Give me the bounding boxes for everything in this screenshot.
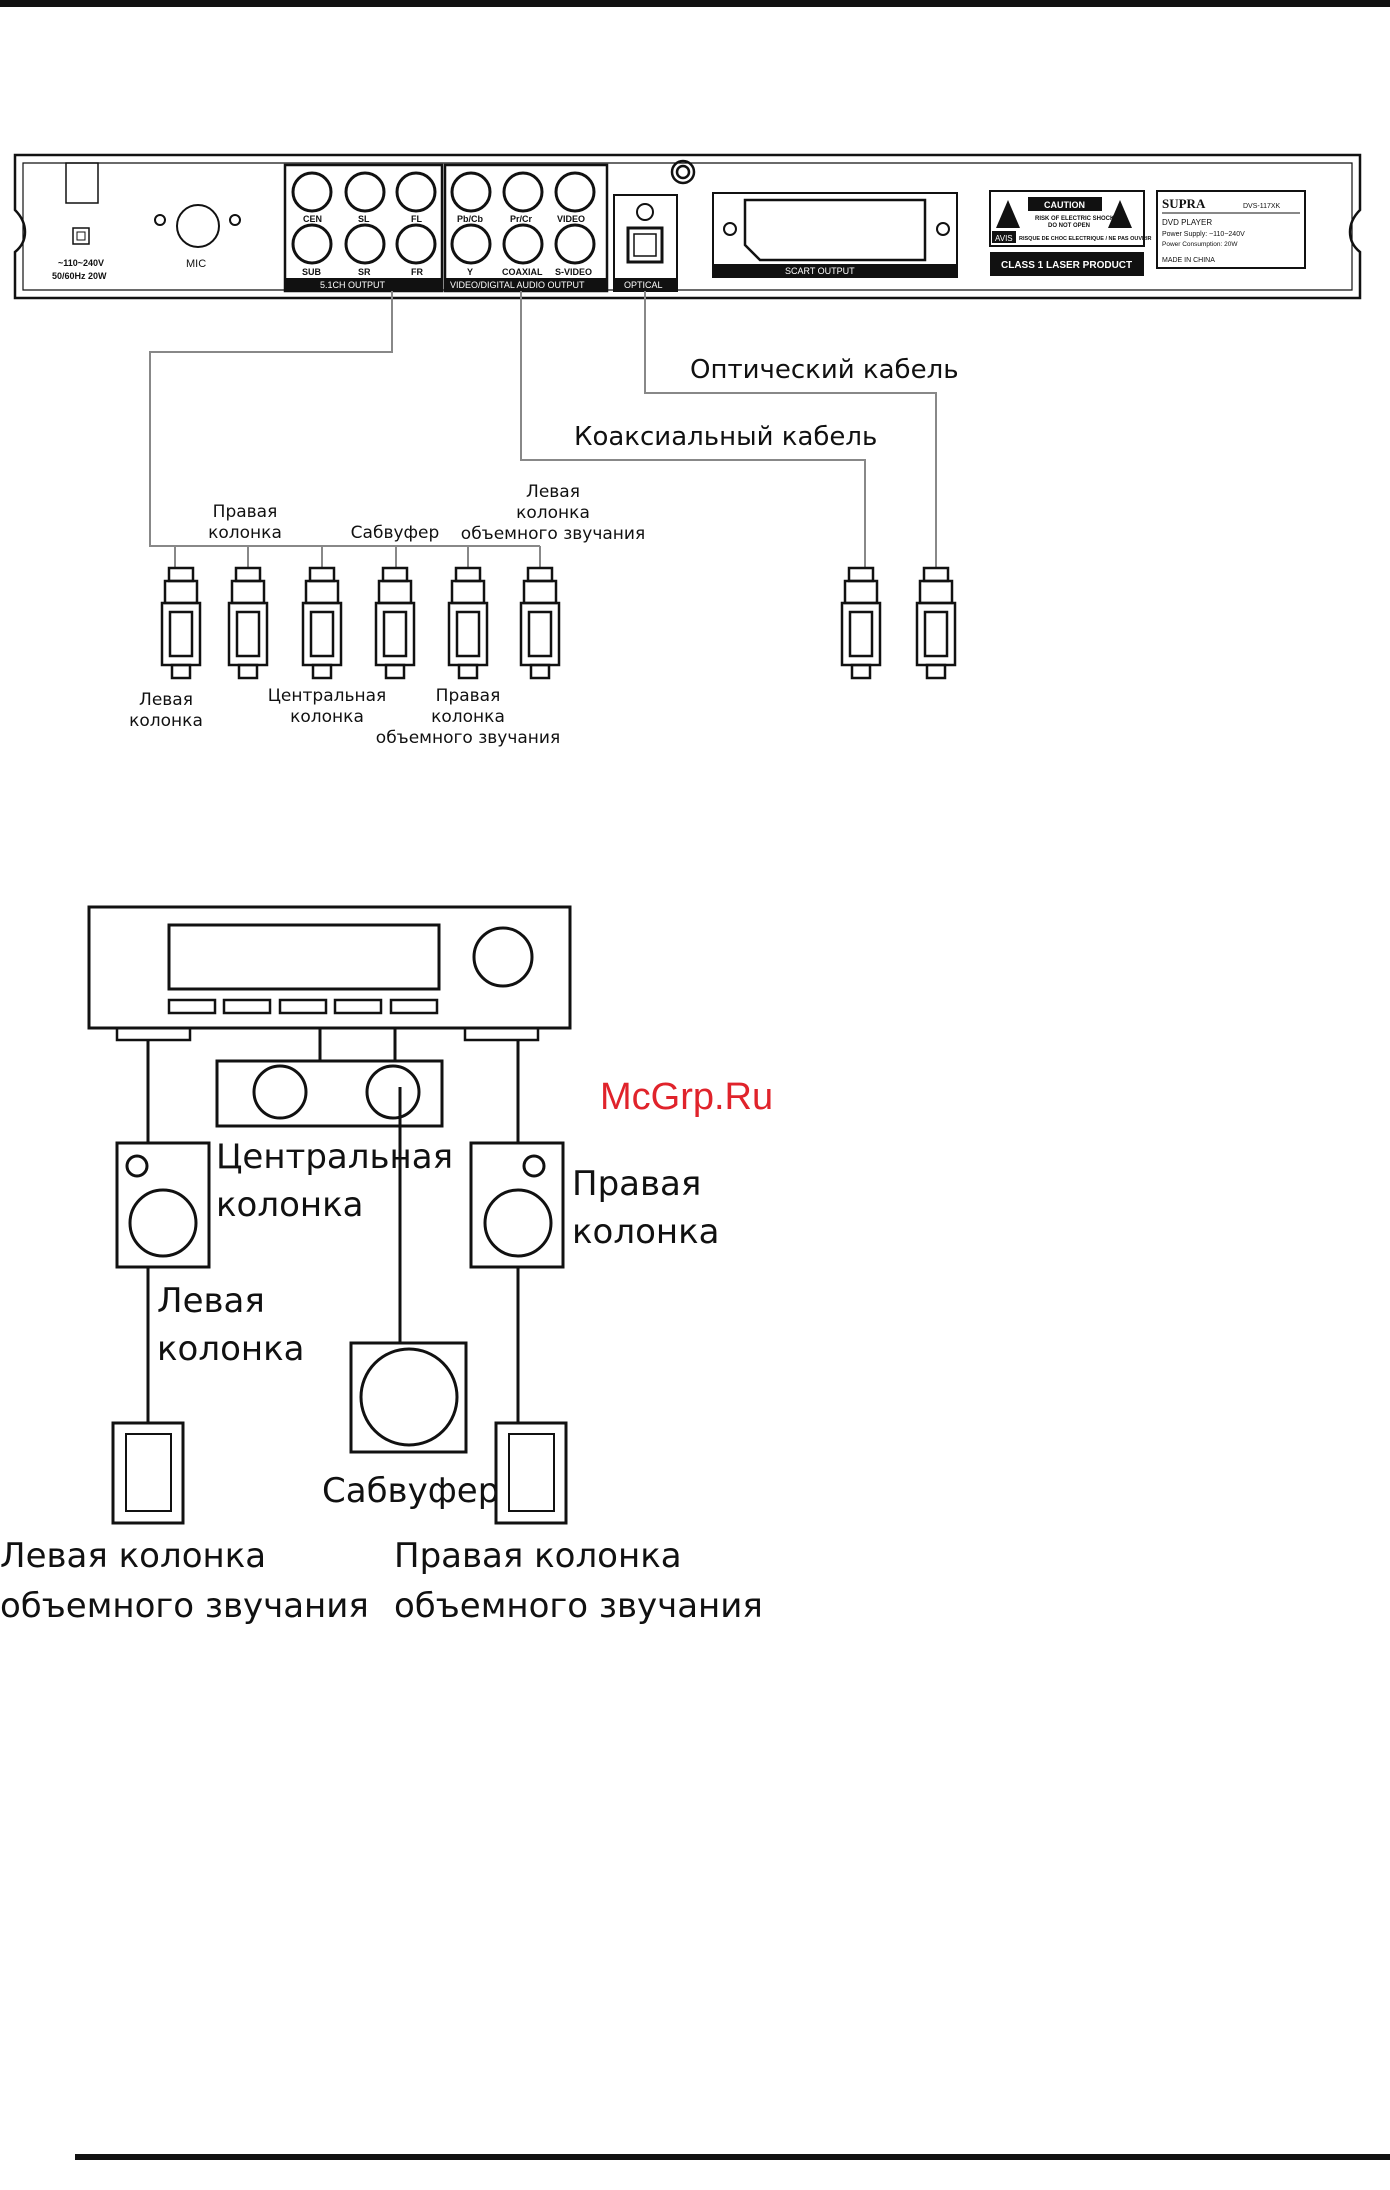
rating-3: Power Consumption: 20W bbox=[1162, 241, 1238, 248]
caution-title: CAUTION bbox=[1044, 200, 1085, 210]
optical-port: OPTICAL bbox=[613, 194, 678, 292]
power-spec-1: ~110~240V bbox=[58, 258, 104, 268]
optical-label: OPTICAL bbox=[624, 280, 663, 290]
jack-pbcb: Pb/Cb bbox=[457, 214, 484, 224]
laser-label: CLASS 1 LASER PRODUCT bbox=[1001, 260, 1132, 271]
label-subwoofer: Сабвуфер bbox=[351, 523, 440, 543]
rating-2: Power Supply: ~110~240V bbox=[1162, 231, 1245, 238]
right-speaker bbox=[469, 1141, 565, 1269]
jack-svideo: S-VIDEO bbox=[555, 267, 592, 277]
avis-text: RISQUE DE CHOC ELECTRIQUE / NE PAS OUVRI… bbox=[1019, 236, 1152, 242]
rca-plug bbox=[915, 566, 957, 680]
watermark: McGrp.Ru bbox=[600, 1076, 773, 1118]
rca-plug bbox=[227, 566, 269, 680]
speaker-wires bbox=[146, 1028, 520, 1423]
rating-plate: SUPRA DVS-117XK DVD PLAYER Power Supply:… bbox=[1156, 190, 1306, 269]
output-51-group: CEN SL FL SUB SR FR 5.1CH OUTPUT bbox=[283, 163, 444, 293]
mic-jack: MIC bbox=[154, 204, 241, 270]
brand: SUPRA bbox=[1162, 196, 1206, 211]
jack-fr: FR bbox=[411, 267, 423, 277]
jack-coaxial: COAXIAL bbox=[502, 267, 543, 277]
jack-sl: SL bbox=[358, 214, 370, 224]
caution-text-1: RISK OF ELECTRIC SHOCK bbox=[1035, 216, 1115, 222]
optical-cable-label: Оптический кабель bbox=[690, 355, 959, 385]
dvd-rear-panel bbox=[13, 153, 1362, 300]
layout-label-subwoofer: Сабвуфер bbox=[322, 1471, 499, 1511]
scart-port: SCART OUTPUT bbox=[712, 192, 958, 278]
jack-y: Y bbox=[467, 267, 473, 277]
top-rule bbox=[0, 0, 1390, 7]
rca-plug bbox=[374, 566, 416, 680]
jack-video: VIDEO bbox=[557, 214, 585, 224]
model: DVS-117XK bbox=[1243, 203, 1281, 210]
scart-label: SCART OUTPUT bbox=[785, 266, 855, 276]
jack-sub: SUB bbox=[302, 267, 322, 277]
jack-cen: CEN bbox=[303, 214, 322, 224]
jack-sr: SR bbox=[358, 267, 371, 277]
output-video-group: Pb/Cb Pr/Cr VIDEO Y COAXIAL S-VIDEO VIDE… bbox=[443, 163, 609, 293]
subwoofer-box bbox=[349, 1341, 468, 1454]
rca-plug bbox=[447, 566, 489, 680]
coaxial-cable-label: Коаксиальный кабель bbox=[574, 422, 877, 452]
rca-plug bbox=[519, 566, 561, 680]
caution-label: CAUTION RISK OF ELECTRIC SHOCK DO NOT OP… bbox=[989, 190, 1152, 276]
right-surround-speaker bbox=[494, 1421, 568, 1525]
mic-label: MIC bbox=[186, 258, 206, 270]
rca-plugs bbox=[160, 566, 957, 680]
bottom-rule bbox=[75, 2154, 1390, 2160]
rca-plug bbox=[160, 566, 202, 680]
rating-1: DVD PLAYER bbox=[1162, 218, 1212, 227]
cables bbox=[149, 291, 937, 568]
caution-text-2: DO NOT OPEN bbox=[1048, 223, 1090, 229]
power-spec-2: 50/60Hz 20W bbox=[52, 271, 107, 281]
group-51-label: 5.1CH OUTPUT bbox=[320, 280, 386, 290]
avis-label: AVIS bbox=[995, 234, 1013, 243]
group-video-label: VIDEO/DIGITAL AUDIO OUTPUT bbox=[450, 280, 585, 290]
left-speaker bbox=[115, 1141, 211, 1269]
rca-plug bbox=[840, 566, 882, 680]
jack-prcr: Pr/Cr bbox=[510, 214, 533, 224]
jack-fl: FL bbox=[411, 214, 422, 224]
receiver bbox=[87, 905, 572, 1042]
rca-plug bbox=[301, 566, 343, 680]
center-speaker bbox=[215, 1059, 444, 1128]
made-in: MADE IN CHINA bbox=[1162, 257, 1215, 264]
left-surround-speaker bbox=[111, 1421, 185, 1525]
power-section: ~110~240V 50/60Hz 20W bbox=[52, 162, 107, 281]
